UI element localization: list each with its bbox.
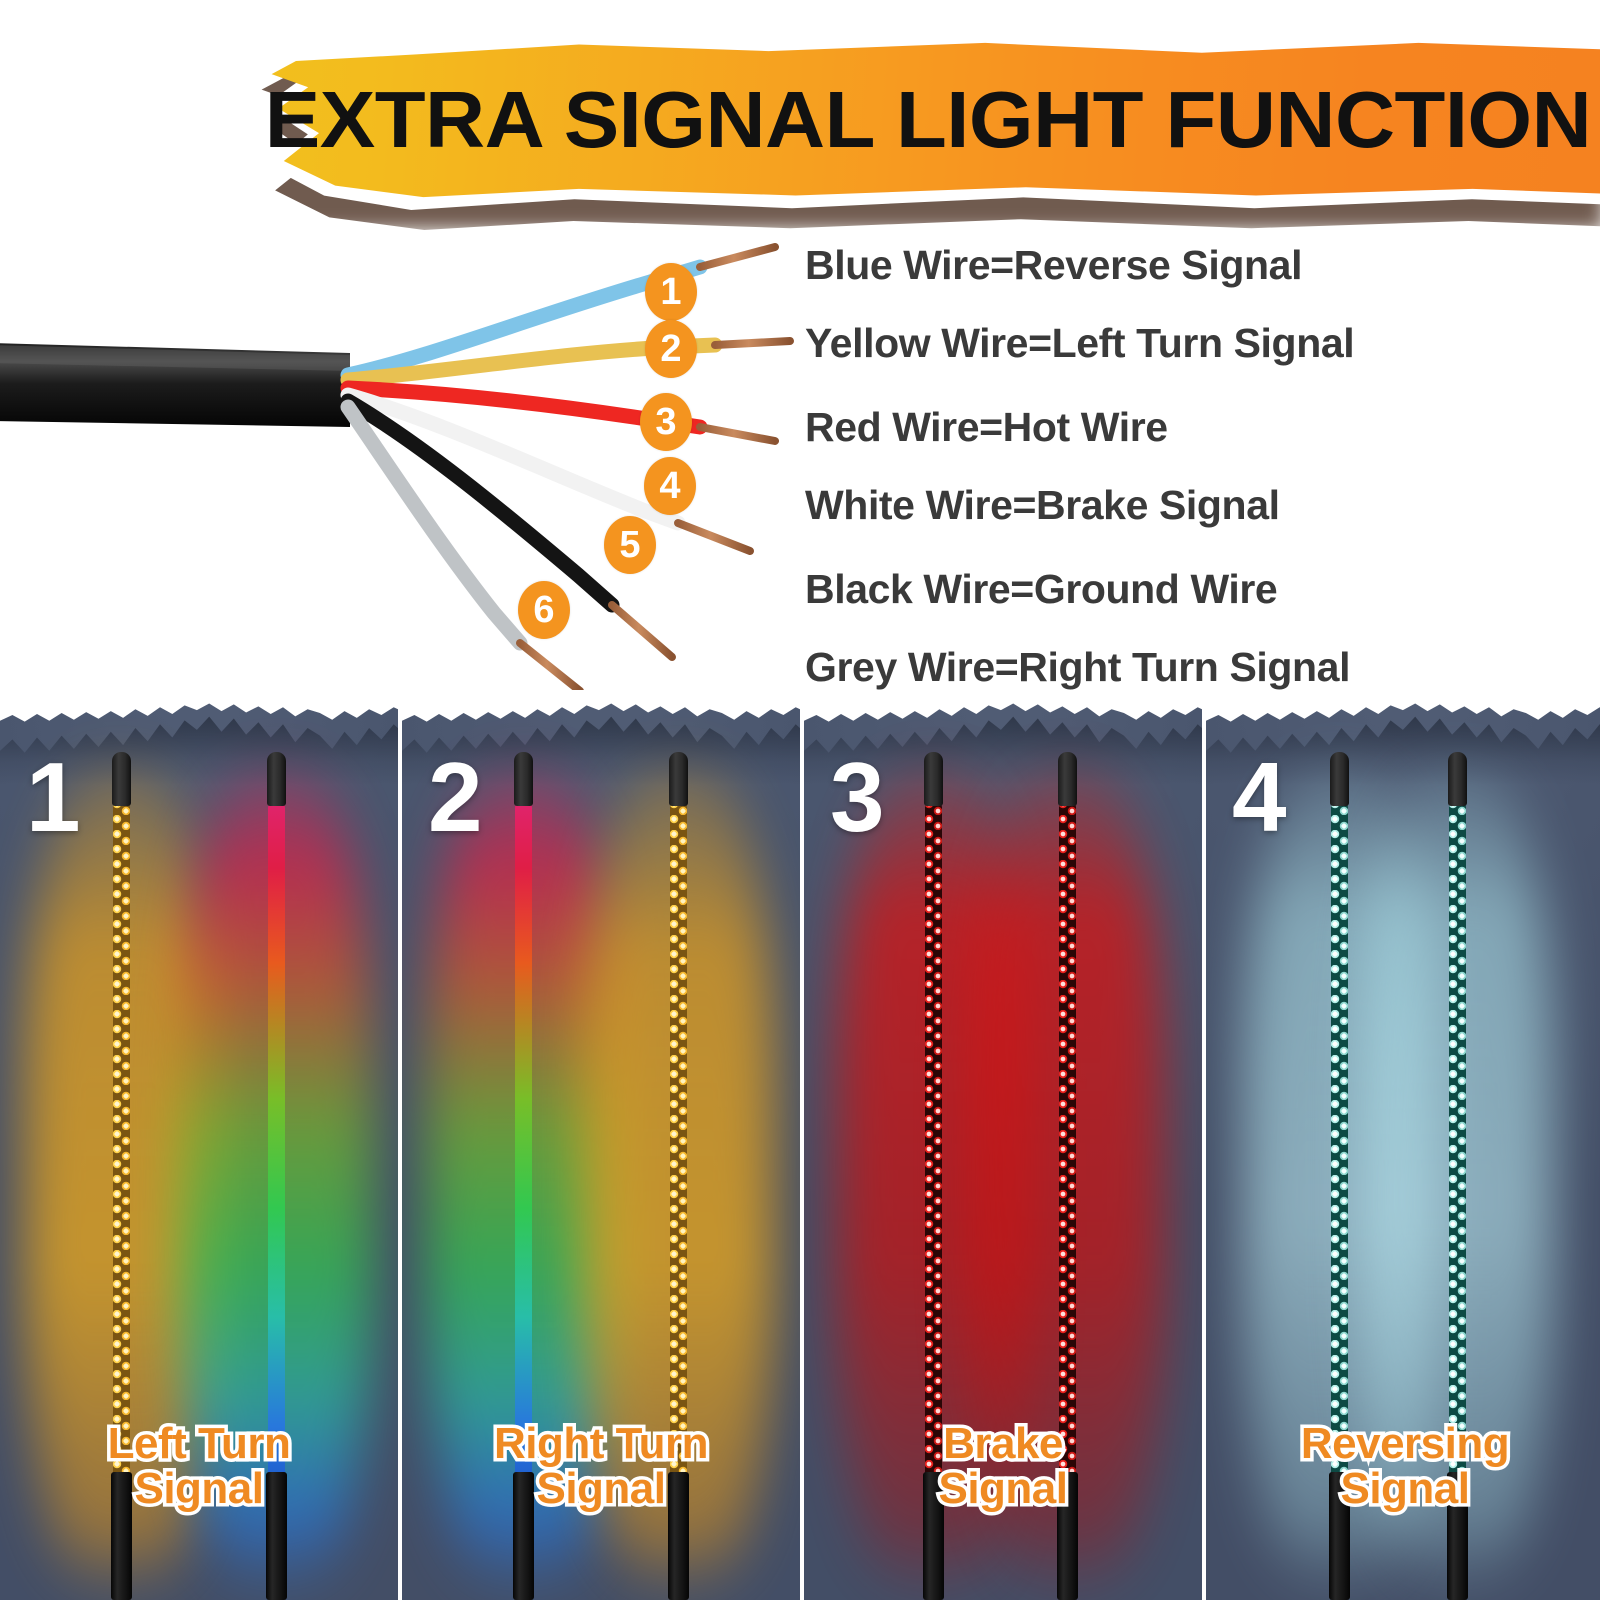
whip-color-overlay [515,800,532,1480]
whip-base [1057,1472,1078,1600]
wire-grey [340,399,528,651]
wire-badge-4-label: 4 [659,465,681,507]
wire-badge-6: 6 [518,581,570,639]
whip-teal-right [1360,752,1554,1600]
panel-caption-3-line1: Brake [940,1418,1067,1470]
wire-white [340,387,686,531]
whip-tip [1058,752,1077,806]
legend-item-yellow: Yellow Wire=Left Turn Signal [805,320,1355,366]
banner-fill [271,42,1600,198]
whip-leds [1331,800,1348,1480]
panel-caption-4: Reversing Signal [1206,1418,1600,1515]
wire-badge-3: 3 [640,393,692,451]
wire-badge-1-label: 1 [660,271,682,313]
panel-caption-2: Right Turn Signal [402,1418,800,1515]
panel-caption-1-line2: Signal [131,1463,268,1515]
whip-body [268,800,285,1480]
wire-white-copper-tip [674,519,754,555]
whip-body [113,800,130,1480]
panel-number-3: 3 [830,742,885,852]
panel-reversing: 4 Reversing Signal [1206,690,1600,1600]
panel-caption-3-line2: Signal [935,1463,1072,1515]
whip-body [515,800,532,1480]
panel-right-turn: 2 Right Turn Signal [402,690,800,1600]
wire-black [340,393,620,613]
whip-tip [112,752,131,806]
panel-brake: 3 Brake Signal [804,690,1202,1600]
legend-item-black: Black Wire=Ground Wire [805,566,1278,612]
page-title: EXTRA SIGNAL LIGHT FUNCTION [264,75,1592,164]
cable-sheath [0,343,350,427]
wire-yellow-copper-tip [711,337,794,349]
whip-color-overlay [268,800,285,1480]
wire-grey-copper-tip [516,639,584,695]
wire-red-copper-tip [696,423,779,445]
whip-base [1447,1472,1468,1600]
wiring-info-section: EXTRA SIGNAL LIGHT FUNCTION [0,0,1600,712]
whip-tip [1330,752,1349,806]
whip-tip [514,752,533,806]
panel-caption-1-line1: Left Turn [104,1418,294,1470]
whip-base [513,1472,534,1600]
panel-number-1: 1 [26,742,81,852]
wire-harness-diagram: 1 2 3 4 5 6 [0,225,810,695]
panel-caption-4-line1: Reversing [1297,1418,1513,1470]
whip-tip [1448,752,1467,806]
whip-base [923,1472,944,1600]
panel-divider-3 [1202,690,1206,1600]
panel-number-2: 2 [428,742,483,852]
legend-item-red: Red Wire=Hot Wire [805,404,1168,450]
whip-body [670,800,687,1480]
whip-tip [924,752,943,806]
wire-harness-svg [0,243,794,695]
panel-left-turn: 1 Left Turn Signal [0,690,398,1600]
wire-badge-1: 1 [645,263,697,321]
wire-red [340,380,708,435]
whip-base [111,1472,132,1600]
wire-yellow [340,337,723,388]
whip-leds [1449,800,1466,1480]
whip-leds [670,800,687,1480]
legend-item-blue: Blue Wire=Reverse Signal [805,242,1303,288]
panel-caption-2-line1: Right Turn [490,1418,712,1470]
signal-demo-panels: 1 Left Turn Signal [0,690,1600,1600]
whip-red-right [970,752,1164,1600]
whip-rgb-right [179,752,373,1600]
wire-blue [340,259,708,383]
panel-caption-1: Left Turn Signal [0,1418,398,1515]
wire-blue-copper-tip [696,243,779,271]
whip-tip [669,752,688,806]
wire-badge-5: 5 [604,516,656,574]
wire-badge-6-label: 6 [533,589,555,631]
panel-caption-2-line2: Signal [533,1463,670,1515]
whip-body [1449,800,1466,1480]
wire-badge-2-label: 2 [660,328,682,370]
title-banner: EXTRA SIGNAL LIGHT FUNCTION [248,30,1600,230]
wire-badge-3-label: 3 [655,401,677,443]
panel-caption-3: Brake Signal [804,1418,1202,1515]
whip-base [266,1472,287,1600]
whip-body [1059,800,1076,1480]
wire-legend: Blue Wire=Reverse Signal Yellow Wire=Lef… [805,232,1595,692]
legend-item-white: White Wire=Brake Signal [805,482,1280,528]
whip-base [668,1472,689,1600]
panel-divider-1 [398,690,402,1600]
whip-amber-right [581,752,775,1600]
legend-item-grey: Grey Wire=Right Turn Signal [805,644,1351,690]
whip-leds [113,800,130,1480]
whip-body [1331,800,1348,1480]
panel-caption-4-line2: Signal [1337,1463,1474,1515]
whip-body [925,800,942,1480]
wire-badge-4: 4 [644,457,696,515]
wire-black-copper-tip [608,601,676,661]
wire-badge-2: 2 [645,320,697,378]
wire-badge-5-label: 5 [619,524,641,566]
whip-tip [267,752,286,806]
panel-divider-2 [800,690,804,1600]
whip-leds [925,800,942,1480]
whip-base [1329,1472,1350,1600]
whip-leds [1059,800,1076,1480]
panel-number-4: 4 [1232,742,1287,852]
